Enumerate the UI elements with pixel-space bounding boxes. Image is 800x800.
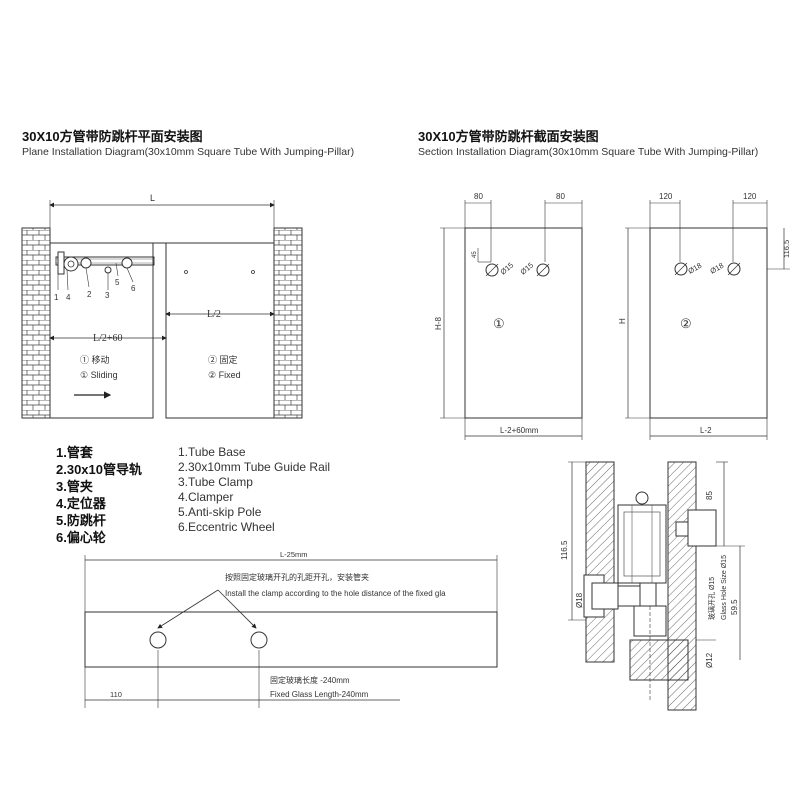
rail-note-en: Install the clamp according to the hole … [225,589,446,598]
legend-en: 1.Tube Base 2.30x10mm Tube Guide Rail 3.… [178,445,330,535]
dim-right-width: L-2 [700,426,712,435]
detail-dim-85: 85 [705,491,714,500]
rail-dim-top: L-25mm [280,550,308,559]
legend-cn-item: 4.定位器 [56,496,106,511]
callout-2: 2 [87,290,92,299]
detail-dim-12: Ø12 [705,652,714,668]
rail-dim-left: 110 [110,690,122,699]
section-right-diagram: 120 120 116.5 Ø18 Ø18 H ② L-2 [618,192,791,440]
dim-right-top-b: 120 [743,192,757,201]
dim-left-top-a: 80 [474,192,483,201]
glass-panel-left [585,461,615,663]
legend-en-item: 1.Tube Base [178,445,246,459]
detail-hole-cn: 玻璃开孔 Ø15 [707,577,716,620]
rail-length-en: Fixed Glass Length-240mm [270,690,369,699]
hole-right-a: Ø18 [687,261,704,276]
dim-half-plus: L/2+60 [93,333,123,344]
legend-en-item: 4.Clamper [178,490,234,504]
section-subtitle: Section Installation Diagram(30x10mm Squ… [418,146,759,158]
callout-1: 1 [54,293,59,302]
marker-right: ② [680,316,692,331]
dim-L: L [150,193,155,203]
callout-4: 4 [66,293,71,302]
panel2-cn: ② 固定 [208,354,238,365]
detail-dim-595: 59.5 [730,599,739,615]
sliding-panel [49,242,154,419]
rail-length-cn: 固定玻璃长度 -240mm [270,675,350,685]
dim-left-small: 45 [472,251,478,258]
legend-cn-item: 5.防跳杆 [56,513,106,528]
dim-right-side: 116.5 [782,240,791,258]
clamp-hole [149,631,167,649]
legend-en-item: 6.Eccentric Wheel [178,520,275,534]
hardware-detail-drawing: 116.5 85 玻璃开孔 Ø15 Glass Hole Size Ø15 59… [560,461,745,711]
plane-diagram: L 1 4 2 3 5 6 L/2 L/2+60 [21,193,303,419]
tube-base [57,251,65,275]
hole-left-a: Ø15 [499,261,516,277]
legend-en-item: 3.Tube Clamp [178,475,253,489]
detail-hole-en: Glass Hole Size Ø15 [721,555,728,620]
clamp-hole [250,631,268,649]
panel1-cn: ① 移动 [80,354,110,365]
callout-5: 5 [115,278,120,287]
section-title: 30X10方管带防跳杆截面安装图 [418,129,599,144]
legend-cn-item: 3.管夹 [56,479,93,494]
left-wall [21,227,51,419]
detail-dim-116: 116.5 [560,540,569,560]
legend-en-item: 2.30x10mm Tube Guide Rail [178,460,331,474]
rail-note-cn: 按照固定玻璃开孔的孔距开孔，安装管夹 [225,572,369,582]
marker-left: ① [493,316,505,331]
dim-right-height: H [618,318,627,324]
dim-left-top-b: 80 [556,192,565,201]
plane-title: 30X10方管带防跳杆平面安装图 [22,129,203,144]
legend-cn: 1.管套 2.30x10管导轨 3.管夹 4.定位器 5.防跳杆 6.偏心轮 [56,444,142,546]
section-left-diagram: 80 80 45 Ø15 Ø15 H-8 ① L-2+60mm [434,192,583,440]
right-wall [273,227,303,419]
wall-block [629,639,689,681]
legend-cn-item: 2.30x10管导轨 [56,462,142,477]
callout-6: 6 [131,284,136,293]
dim-left-height: H-8 [434,317,443,330]
guide-rail-bar [84,611,498,668]
legend-cn-item: 1.管套 [56,445,93,460]
hole-left-b: Ø15 [519,261,536,277]
panel1-en: ① Sliding [80,370,118,380]
callout-3: 3 [105,291,110,300]
rail-drawing: L-25mm 按照固定玻璃开孔的孔距开孔，安装管夹 Install the cl… [84,550,498,708]
legend-en-item: 5.Anti-skip Pole [178,505,262,519]
detail-dim-18: Ø18 [575,592,584,608]
panel2-en: ② Fixed [208,370,241,380]
legend-cn-item: 6.偏心轮 [56,530,106,545]
dim-left-width: L-2+60mm [500,426,539,435]
dim-right-top-a: 120 [659,192,673,201]
plane-subtitle: Plane Installation Diagram(30x10mm Squar… [22,146,355,158]
fixed-panel [165,242,275,419]
hole-right-b: Ø18 [709,261,726,276]
dim-half: L/2 [207,309,221,320]
